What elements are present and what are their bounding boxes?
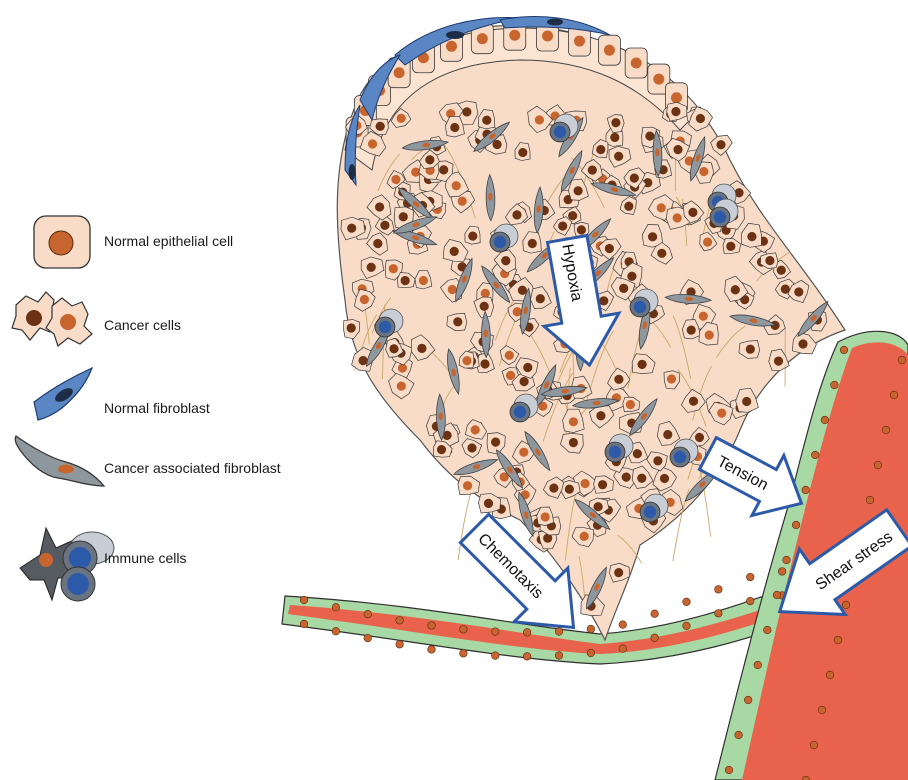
endothelial-nucleus	[715, 610, 723, 618]
endothelial-nucleus	[842, 601, 850, 609]
endothelial-nucleus	[587, 649, 595, 657]
endothelial-nucleus	[587, 625, 595, 633]
endothelial-nucleus	[744, 696, 752, 704]
normal-epithelial-cell	[625, 48, 647, 78]
normal-epithelial-cell-icon	[34, 216, 90, 268]
endothelial-nucleus	[428, 622, 436, 630]
endothelial-nucleus	[831, 381, 839, 389]
endothelial-nucleus	[396, 641, 404, 649]
endothelial-nucleus	[746, 573, 754, 581]
endothelial-nucleus	[882, 426, 890, 434]
legend-label-immune: Immune cells	[104, 550, 186, 566]
endothelial-nucleus	[619, 645, 627, 653]
endothelial-nucleus	[491, 628, 499, 636]
endothelial-nucleus	[619, 621, 627, 629]
endothelial-nucleus	[754, 661, 762, 669]
endothelial-nucleus	[811, 451, 819, 459]
endothelial-nucleus	[826, 671, 834, 679]
endothelial-nucleus	[428, 646, 436, 654]
endothelial-nucleus	[300, 620, 308, 628]
endothelial-nucleus	[746, 597, 754, 605]
endothelial-nucleus	[764, 626, 772, 634]
endothelial-nucleus	[890, 391, 898, 399]
cancer-associated-fibroblast-icon	[15, 436, 104, 486]
endothelial-nucleus	[300, 596, 308, 604]
endothelial-nucleus	[683, 622, 691, 630]
immune-cells-icon	[20, 528, 114, 601]
endothelial-nucleus	[874, 461, 882, 469]
endothelial-nucleus	[818, 706, 826, 714]
endothelial-nucleus	[364, 634, 372, 642]
endothelial-nucleus	[523, 653, 531, 661]
endothelial-nucleus	[491, 652, 499, 660]
legend-label-normal-epithelial: Normal epithelial cell	[104, 233, 233, 249]
endothelial-nucleus	[898, 356, 906, 364]
endothelial-nucleus	[866, 496, 874, 504]
legend: Normal epithelial cell Cancer cells Norm…	[12, 216, 281, 601]
endothelial-nucleus	[683, 598, 691, 606]
endothelial-nucleus	[364, 610, 372, 618]
endothelial-nucleus	[792, 521, 800, 529]
endothelial-nucleus	[725, 766, 733, 774]
normal-epithelial-cell	[598, 35, 620, 65]
endothelial-nucleus	[555, 628, 563, 636]
endothelial-nucleus	[332, 627, 340, 635]
legend-label-cancer-cells: Cancer cells	[104, 317, 181, 333]
legend-label-caf: Cancer associated fibroblast	[104, 460, 281, 476]
endothelial-nucleus	[651, 610, 659, 618]
endothelial-nucleus	[460, 649, 468, 657]
endothelial-nucleus	[332, 603, 340, 611]
endothelial-nucleus	[735, 731, 743, 739]
endothelial-nucleus	[773, 591, 781, 599]
endothelial-nucleus	[834, 636, 842, 644]
endothelial-nucleus	[523, 629, 531, 637]
legend-item-cancer-cells: Cancer cells	[12, 292, 181, 346]
endothelial-nucleus	[555, 652, 563, 660]
normal-fibroblast-icon	[34, 368, 92, 420]
endothelial-nucleus	[460, 625, 468, 633]
endothelial-nucleus	[821, 416, 829, 424]
endothelial-nucleus	[810, 741, 818, 749]
legend-item-caf: Cancer associated fibroblast	[15, 436, 281, 486]
legend-item-normal-fibroblast: Normal fibroblast	[34, 368, 210, 420]
cancer-cell-icon	[12, 292, 92, 346]
legend-item-normal-epithelial: Normal epithelial cell	[34, 216, 233, 268]
endothelial-nucleus	[715, 586, 723, 594]
endothelial-nucleus	[778, 568, 786, 576]
endothelial-nucleus	[783, 556, 791, 564]
legend-label-normal-fibroblast: Normal fibroblast	[104, 400, 210, 416]
endothelial-nucleus	[651, 634, 659, 642]
endothelial-nucleus	[802, 486, 810, 494]
legend-item-immune: Immune cells	[20, 528, 186, 601]
endothelial-nucleus	[396, 617, 404, 625]
endothelial-nucleus	[840, 346, 848, 354]
